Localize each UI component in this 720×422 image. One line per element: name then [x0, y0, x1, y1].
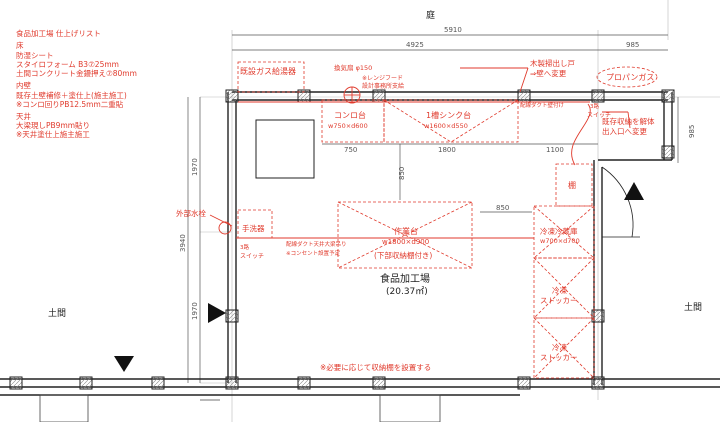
- entry-arrow-right: [624, 182, 644, 200]
- spec-floor-line: 土間コンクリート金鏝押え⑦80mm: [16, 68, 137, 78]
- grid-lines: [200, 0, 720, 422]
- dim-right-985: 985: [688, 125, 696, 138]
- fridge-label: 冷凍冷蔵庫: [540, 226, 578, 236]
- worktable-note: (下部収納棚付き): [374, 250, 432, 260]
- worktable-size: w1800×d900: [382, 238, 429, 246]
- mark-3ro: 3路: [240, 243, 249, 251]
- spec-ceiling-heading: 天井: [16, 111, 31, 121]
- columns: [9, 89, 675, 390]
- spec-wall-heading: 内壁: [16, 80, 31, 90]
- entry-markers: [114, 182, 644, 372]
- annotations: 木製掃出し戸 ⇒壁へ変更 既存収納を解体 出入口へ変更 配線ダクト壁付け スイッ…: [176, 58, 655, 372]
- spec-floor-heading: 床: [16, 40, 24, 50]
- storage-note: ※必要に応じて収納棚を設置する: [320, 362, 431, 372]
- lower-room-outlines: [39, 394, 441, 422]
- dim-left-1970-upper: 1970: [191, 158, 199, 176]
- switch-note: スイッチ: [240, 253, 264, 260]
- stocker-1-label: 冷凍: [552, 285, 567, 295]
- spec-list: 食品加工場 仕上げリスト 床 防湿シート スタイロフォーム B3⑦25mm 土間…: [16, 28, 137, 139]
- stocker-2-label: 冷凍: [552, 342, 567, 352]
- dimension-lines: [187, 34, 679, 383]
- spec-title: 食品加工場 仕上げリスト: [16, 28, 101, 38]
- spec-floor-line: 防湿シート: [16, 50, 54, 60]
- vent-fan-note: 設計事務所支給: [362, 82, 404, 90]
- outdoor-tap-label: 外部水栓: [176, 208, 206, 218]
- garden-label: 庭: [426, 9, 435, 21]
- vent-fan-note: ※レンジフード: [362, 75, 403, 82]
- fridge-size: w700×d700: [540, 237, 580, 245]
- dim-row-a: 750: [344, 146, 357, 154]
- room-labels: 庭 土間 土間 食品加工場 (20.37㎡): [48, 9, 702, 319]
- doma-left-label: 土間: [48, 307, 66, 319]
- sink-label: 1槽シンク台: [426, 110, 471, 120]
- dim-top-total: 5910: [444, 26, 462, 34]
- door-change-note: 木製掃出し戸: [530, 58, 575, 68]
- dimension-texts: 5910 4925 985 750 1800 1100 985 3940 197…: [179, 26, 696, 320]
- water-heater-label: 既設ガス給湯器: [240, 66, 296, 76]
- dim-left-1970-lower: 1970: [191, 302, 199, 320]
- spec-floor-line: スタイロフォーム B3⑦25mm: [16, 60, 119, 69]
- equipment-outlines: [237, 61, 658, 379]
- propane-label: プロパンガス: [606, 72, 654, 82]
- equipment-labels: 既設ガス給湯器 換気扇 φ150 ※レンジフード 設計事務所支給 コンロ台 w7…: [240, 63, 654, 362]
- vent-fan-label: 換気扇 φ150: [334, 63, 372, 72]
- handwash-label: 手洗器: [242, 223, 265, 233]
- dim-top-a: 4925: [406, 41, 424, 49]
- worktable-label: 作業台: [394, 226, 418, 236]
- dim-row-b: 1800: [438, 146, 456, 154]
- sink-size: w1600×d550: [424, 122, 468, 130]
- main-room-area: (20.37㎡): [386, 286, 428, 297]
- wiring-lines: [209, 67, 631, 239]
- walls: [0, 91, 720, 396]
- dim-row-c: 1100: [546, 146, 564, 154]
- dim-horizontal-850: 850: [496, 204, 509, 212]
- entry-arrow-bottom: [114, 356, 134, 372]
- outlet-note: ※コンセント設置予定: [286, 249, 341, 257]
- spec-wall-line: 既存土壁補修＋塗仕上(施主施工): [16, 90, 127, 100]
- storage-change-note: 既存収納を解体: [602, 116, 655, 126]
- switch-note: スイッチ: [587, 112, 611, 119]
- dim-left-3940: 3940: [179, 234, 187, 252]
- stocker-1-label: ストッカー: [540, 296, 578, 305]
- main-room-name: 食品加工場: [380, 272, 430, 285]
- storage-change-note: 出入口へ変更: [602, 126, 647, 136]
- duct-wall-note: 配線ダクト壁付け: [520, 101, 565, 109]
- stocker-2-label: ストッカー: [540, 353, 578, 362]
- dim-vertical-850: 850: [398, 167, 406, 180]
- duct-beam-note: 配線ダクト天井大梁吊り: [286, 240, 347, 248]
- dim-top-b: 985: [626, 41, 639, 49]
- shelf-label: 棚: [568, 180, 576, 190]
- door-change-note: ⇒壁へ変更: [530, 68, 567, 78]
- konro-label: コンロ台: [334, 110, 366, 120]
- konro-size: w750×d600: [328, 122, 368, 130]
- door-swing: [601, 166, 634, 238]
- spec-ceiling-line: 大梁現しPB9mm貼り: [16, 120, 90, 130]
- doma-right-label: 土間: [684, 301, 702, 313]
- entry-arrow-left: [208, 303, 226, 323]
- spec-wall-line: ※コンロ回りPB12.5mm二重貼: [16, 99, 124, 109]
- mark-3ro: 3路: [590, 102, 599, 110]
- well-box: [255, 119, 315, 179]
- spec-ceiling-line: ※天井塗仕上施主施工: [16, 129, 90, 139]
